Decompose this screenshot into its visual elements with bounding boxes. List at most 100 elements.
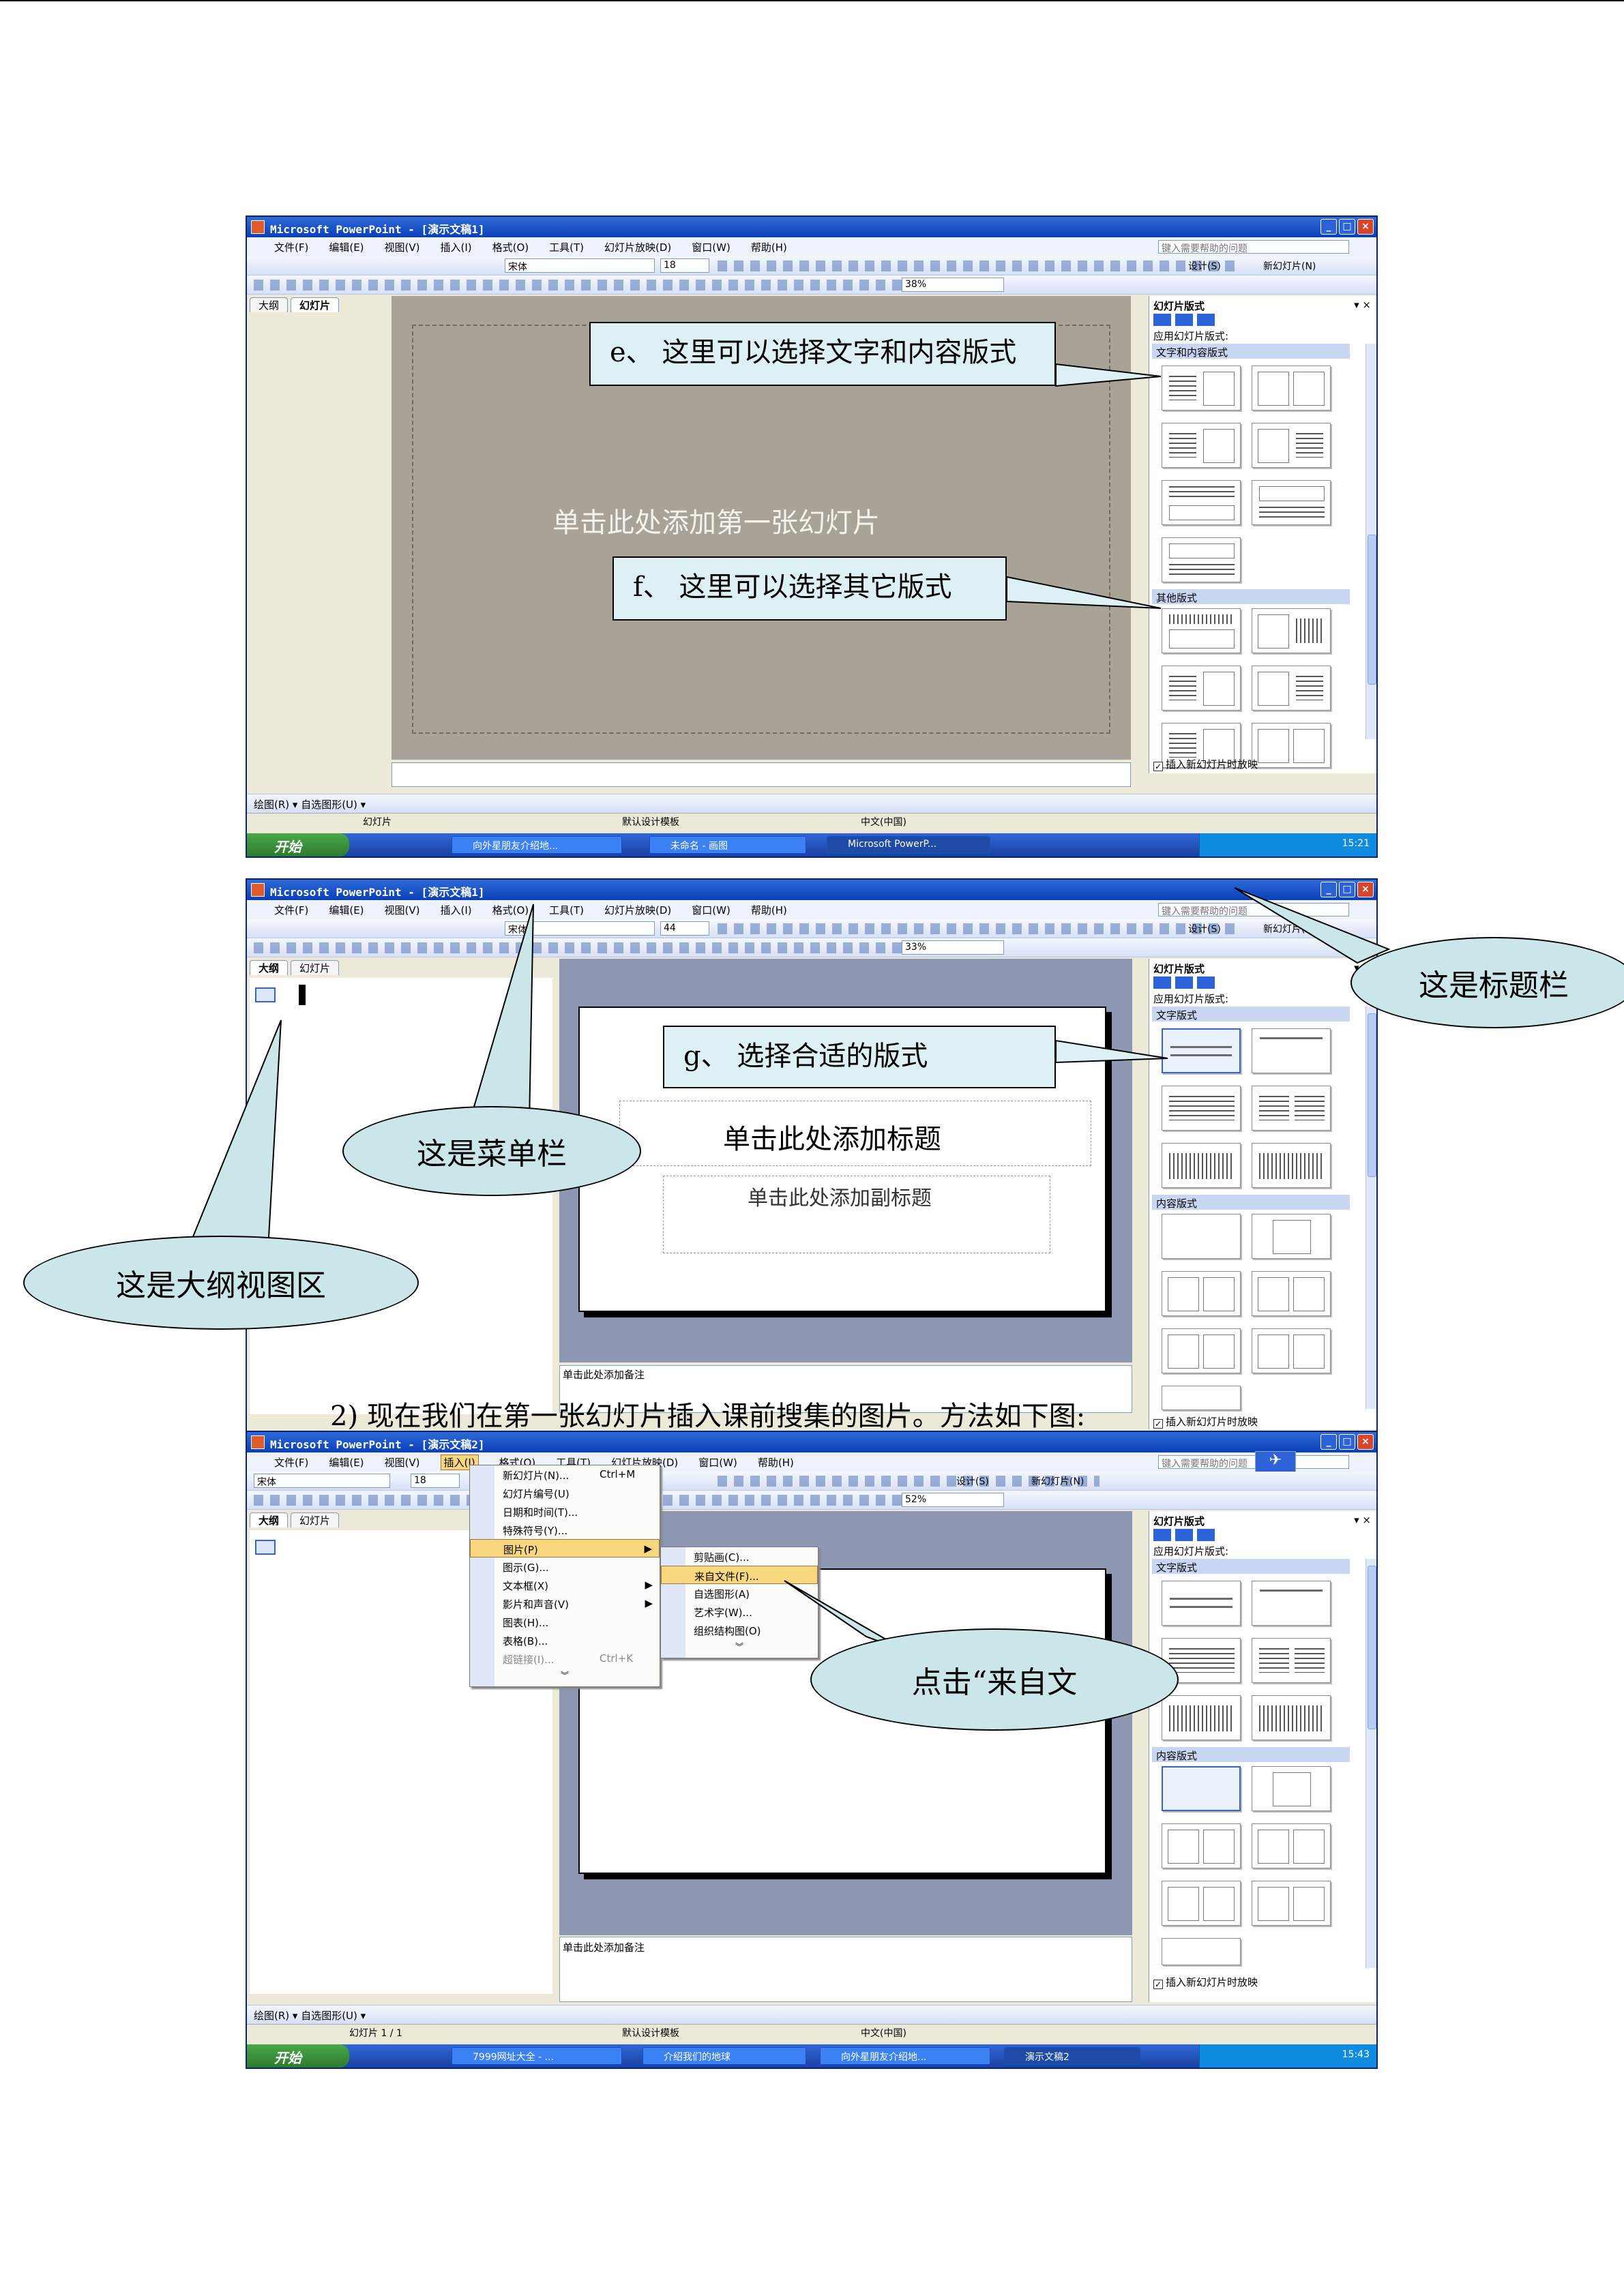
minimize-button[interactable]: _	[1320, 219, 1337, 235]
task-pane-nav-icons[interactable]	[1153, 1529, 1215, 1541]
slide-editing-area[interactable]: 单击此处添加标题 单击此处添加副标题	[559, 959, 1132, 1362]
standard-buttons[interactable]	[254, 280, 970, 290]
layout-thumbnail[interactable]	[1162, 1386, 1241, 1410]
task-pane-scrollbar[interactable]	[1365, 1007, 1376, 1409]
layout-thumbnail[interactable]	[1252, 366, 1331, 411]
layout-thumbnail[interactable]	[1252, 1214, 1331, 1259]
notes-pane[interactable]: 单击此处添加备注	[559, 1937, 1132, 2002]
menu-window[interactable]: 窗口(W)	[692, 904, 730, 916]
drawing-toolbar[interactable]: 绘图(R) ▾ 自选图形(U) ▾	[247, 2005, 1376, 2024]
menu-edit[interactable]: 编辑(E)	[329, 241, 364, 254]
slide-icon[interactable]	[255, 1540, 276, 1555]
taskbar-button[interactable]: 未命名 - 画图	[649, 836, 806, 854]
layout-thumbnail[interactable]	[1252, 723, 1331, 768]
layout-thumbnail[interactable]	[1162, 1271, 1241, 1316]
design-button[interactable]: 设计(S)	[1188, 261, 1221, 272]
layout-thumbnail[interactable]	[1252, 1328, 1331, 1373]
menu-item-picture[interactable]: 图片(P)▶	[470, 1539, 660, 1557]
close-button[interactable]: ×	[1357, 219, 1374, 235]
menu-item-movies-sounds[interactable]: 影片和声音(V)▶	[503, 1597, 653, 1611]
maximize-button[interactable]: □	[1339, 882, 1355, 897]
preview-checkbox[interactable]: ✓插入新幻灯片时放映	[1153, 1976, 1258, 1989]
close-button[interactable]: ×	[1357, 882, 1374, 897]
layout-thumbnail[interactable]	[1252, 1581, 1331, 1626]
task-pane-nav-icons[interactable]	[1153, 314, 1215, 326]
minimize-button[interactable]: _	[1320, 1434, 1337, 1450]
menu-insert[interactable]: 插入(I)	[440, 904, 472, 916]
taskbar-button[interactable]: 向外星朋友介绍地...	[820, 2047, 990, 2065]
maximize-button[interactable]: □	[1339, 1434, 1355, 1450]
tab-slides[interactable]: 幻灯片	[291, 960, 340, 975]
task-pane-close-icon[interactable]: ▾ ×	[1354, 1514, 1371, 1526]
format-buttons[interactable]	[718, 260, 1236, 271]
layout-thumbnail[interactable]	[1162, 1881, 1241, 1926]
layout-thumbnail[interactable]	[1252, 1271, 1331, 1316]
layout-thumbnail[interactable]	[1252, 1086, 1331, 1131]
outline-pane[interactable]	[250, 978, 552, 1421]
menu-window[interactable]: 窗口(W)	[698, 1456, 737, 1469]
drawing-toolbar[interactable]: 绘图(R) ▾ 自选图形(U) ▾	[247, 794, 1376, 813]
layout-thumbnail[interactable]	[1162, 1938, 1241, 1965]
menu-edit[interactable]: 编辑(E)	[329, 904, 364, 916]
assistant-icon[interactable]: ✈	[1255, 1451, 1296, 1474]
layout-thumbnail[interactable]	[1162, 1086, 1241, 1131]
start-button[interactable]: 开始	[247, 2044, 349, 2068]
menu-file[interactable]: 文件(F)	[274, 241, 309, 254]
menu-window[interactable]: 窗口(W)	[692, 241, 730, 254]
menu-slideshow[interactable]: 幻灯片放映(D)	[604, 241, 672, 254]
menu-item-diagram[interactable]: 图示(G)...	[503, 1562, 549, 1574]
menu-help[interactable]: 帮助(H)	[757, 1456, 794, 1469]
layout-thumbnail[interactable]	[1252, 1028, 1331, 1073]
layout-thumbnail[interactable]	[1162, 1214, 1241, 1259]
layout-thumbnail[interactable]	[1162, 480, 1241, 525]
menu-view[interactable]: 视图(V)	[384, 241, 420, 254]
layout-thumbnail[interactable]	[1162, 723, 1241, 768]
new-slide-button[interactable]: 新幻灯片(N)	[1031, 1476, 1084, 1487]
slide-icon[interactable]	[255, 987, 276, 1002]
menu-item-slide-number[interactable]: 幻灯片编号(U)	[503, 1488, 570, 1500]
menu-item-table[interactable]: 表格(B)...	[503, 1635, 548, 1648]
menu-insert[interactable]: 插入(I)	[440, 241, 472, 254]
expand-submenu-chevron-icon[interactable]: ︾	[735, 1642, 743, 1652]
tab-slides[interactable]: 幻灯片	[291, 1512, 340, 1527]
layout-thumbnail[interactable]	[1162, 537, 1241, 582]
menu-view[interactable]: 视图(V)	[384, 904, 420, 916]
submenu-item-wordart[interactable]: 艺术字(W)...	[694, 1607, 752, 1619]
layout-thumbnail[interactable]	[1252, 666, 1331, 711]
submenu-item-autoshapes[interactable]: 自选图形(A)	[694, 1588, 750, 1600]
layout-thumbnail[interactable]	[1252, 1881, 1331, 1926]
zoom-select[interactable]: 33%	[902, 940, 1004, 955]
layout-thumbnail[interactable]	[1162, 608, 1241, 653]
new-slide-button[interactable]: 新幻灯片(N)	[1263, 261, 1316, 272]
taskbar-button[interactable]: 演示文稿2	[1004, 2047, 1140, 2065]
taskbar-button[interactable]: Microsoft PowerP...	[827, 836, 990, 854]
help-search-input[interactable]: 键入需要帮助的问题	[1158, 240, 1349, 254]
new-slide-button[interactable]: 新幻灯片(N)	[1263, 924, 1316, 935]
expand-menu-chevron-icon[interactable]: ︾	[560, 1671, 569, 1680]
menu-item-hyperlink[interactable]: 超链接(I)...Ctrl+K	[503, 1652, 634, 1666]
view-buttons[interactable]	[247, 1414, 559, 1431]
zoom-select[interactable]: 38%	[902, 278, 1004, 292]
subtitle-placeholder[interactable]	[663, 1176, 1050, 1253]
task-pane-scrollbar[interactable]	[1365, 344, 1376, 739]
menu-edit[interactable]: 编辑(E)	[329, 1456, 364, 1469]
menu-file[interactable]: 文件(F)	[274, 904, 309, 916]
format-buttons[interactable]	[718, 1476, 1099, 1487]
layout-thumbnail[interactable]	[1252, 608, 1331, 653]
font-name-select[interactable]: 宋体	[505, 921, 655, 936]
menu-file[interactable]: 文件(F)	[274, 1456, 309, 1469]
menu-item-textbox[interactable]: 文本框(X)▶	[503, 1579, 653, 1592]
layout-thumbnail-title[interactable]	[1162, 1028, 1241, 1073]
layout-thumbnail[interactable]	[1162, 423, 1241, 468]
task-pane-close-icon[interactable]: ▾ ×	[1354, 299, 1371, 311]
tab-slides[interactable]: 幻灯片	[291, 297, 340, 312]
layout-thumbnail[interactable]	[1252, 423, 1331, 468]
layout-thumbnail[interactable]	[1162, 1695, 1241, 1740]
menu-format[interactable]: 格式(O)	[492, 241, 529, 254]
notes-pane[interactable]: 单击此处添加备注	[559, 1365, 1132, 1413]
font-size-select[interactable]: 44	[660, 921, 709, 936]
layout-thumbnail[interactable]	[1252, 1695, 1331, 1740]
notes-pane[interactable]	[392, 762, 1131, 787]
layout-thumbnail[interactable]	[1252, 1143, 1331, 1188]
start-button[interactable]: 开始	[247, 833, 349, 856]
